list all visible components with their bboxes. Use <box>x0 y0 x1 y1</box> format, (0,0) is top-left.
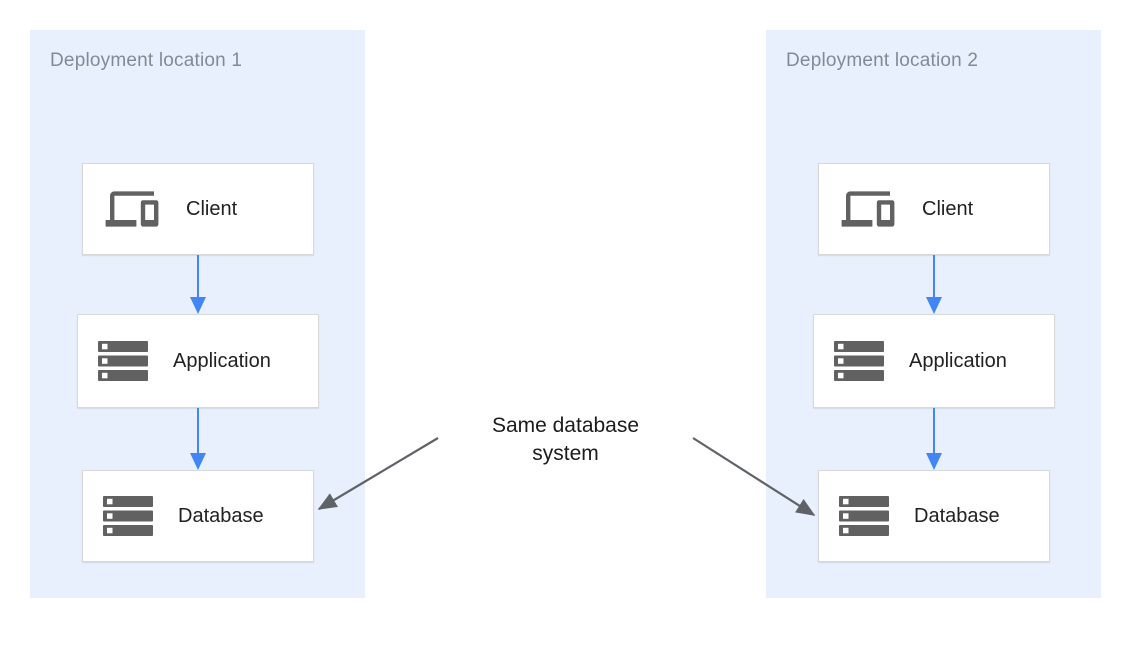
flow-arrow-client-to-application <box>926 255 942 314</box>
server-stack-icon <box>103 496 153 536</box>
client-node: Client <box>82 163 314 255</box>
flow-arrow-application-to-database <box>190 408 206 470</box>
application-node: Application <box>77 314 319 408</box>
client-node: Client <box>818 163 1050 255</box>
panel-title: Deployment location 2 <box>786 50 979 71</box>
deployment-location-1-panel: Deployment location 1 Client <box>30 30 365 598</box>
devices-icon <box>839 187 897 231</box>
server-stack-icon <box>834 341 884 381</box>
flow-arrow-application-to-database <box>926 408 942 470</box>
application-node: Application <box>813 314 1055 408</box>
devices-icon <box>103 187 161 231</box>
node-label: Database <box>914 504 1000 527</box>
flow-arrow-client-to-application <box>190 255 206 314</box>
panel-title: Deployment location 1 <box>50 50 243 71</box>
node-label: Application <box>173 349 271 372</box>
node-label: Application <box>909 349 1007 372</box>
annotation-line-2: system <box>532 442 599 465</box>
server-stack-icon <box>98 341 148 381</box>
database-node: Database <box>82 470 314 562</box>
deployment-location-2-panel: Deployment location 2 Client <box>766 30 1101 598</box>
node-label: Database <box>178 504 264 527</box>
annotation-same-database-system: Same database system <box>465 412 666 468</box>
database-node: Database <box>818 470 1050 562</box>
server-stack-icon <box>839 496 889 536</box>
node-label: Client <box>922 197 974 220</box>
node-label: Client <box>186 197 238 220</box>
annotation-line-1: Same database <box>491 414 640 437</box>
